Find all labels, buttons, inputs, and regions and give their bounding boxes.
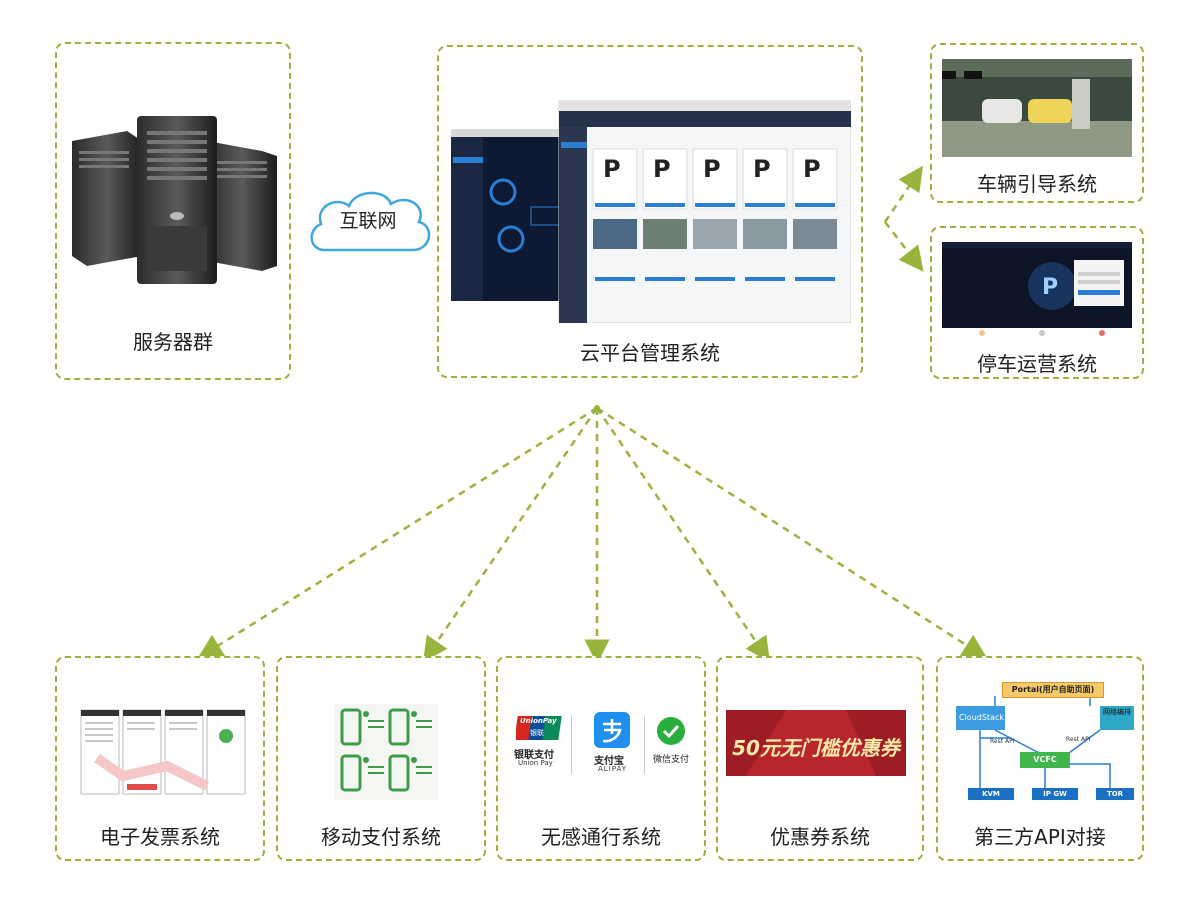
svg-text:P: P bbox=[703, 155, 721, 183]
api-tor-box: TOR bbox=[1096, 788, 1134, 800]
mobile-pay-label: 移动支付系统 bbox=[321, 825, 441, 849]
mobile-pay-box: 移动支付系统 bbox=[276, 656, 486, 861]
invoice-box: 电子发票系统 bbox=[55, 656, 265, 861]
internet-label: 互联网 bbox=[339, 210, 397, 232]
vehicle-guide-box: 车辆引导系统 bbox=[930, 43, 1144, 203]
parking-ops-stats bbox=[979, 330, 1105, 336]
alipay-icon bbox=[594, 712, 630, 748]
api-diagram-links bbox=[979, 696, 1111, 791]
contactless-label: 无感通行系统 bbox=[541, 825, 661, 849]
wechat-pay-title: 微信支付 bbox=[653, 755, 690, 765]
coupon-box: 50元无门槛优惠券 优惠券系统 bbox=[716, 656, 924, 861]
mobile-pay-steps-image bbox=[334, 704, 438, 800]
api-kvm-label: KVM bbox=[982, 790, 1000, 798]
arrow-to-invoice bbox=[197, 406, 598, 659]
parking-ops-label: 停车运营系统 bbox=[977, 352, 1097, 376]
api-portal-label: Portal(用户自助页面) bbox=[1011, 685, 1095, 694]
logo-divider-1 bbox=[571, 716, 572, 774]
unionpay-logo: UnionPay 银联 bbox=[514, 714, 564, 768]
contactless-box: UnionPay 银联 银联支付 Union Pay 支付宝 ALIPAY 微信… bbox=[496, 656, 706, 861]
cloud-platform-label: 云平台管理系统 bbox=[580, 341, 720, 365]
api-cloudstack-label: CloudStack bbox=[959, 713, 1004, 722]
api-diagram: Portal(用户自助页面) CloudStack 网络编排 Rest API … bbox=[950, 682, 1136, 800]
api-box: Portal(用户自助页面) CloudStack 网络编排 Rest API … bbox=[936, 656, 1144, 861]
arrow-to-api bbox=[596, 406, 988, 659]
invoice-label: 电子发票系统 bbox=[100, 825, 220, 849]
server-image bbox=[72, 116, 277, 284]
api-network-label: 网络编排 bbox=[1103, 708, 1131, 716]
svg-text:P: P bbox=[653, 155, 671, 183]
parking-ops-screenshot: P bbox=[942, 242, 1132, 328]
svg-text:P: P bbox=[603, 155, 621, 183]
unionpay-card-icon bbox=[514, 716, 562, 740]
server-label: 服务器群 bbox=[133, 330, 213, 354]
unionpay-sub: Union Pay bbox=[518, 759, 553, 767]
arrow-to-coupon bbox=[595, 407, 771, 663]
arrow-to-parking-ops bbox=[884, 221, 924, 272]
coupon-label: 优惠券系统 bbox=[770, 825, 870, 849]
unionpay-cn: 银联 bbox=[530, 729, 544, 737]
internet-cloud-icon bbox=[310, 191, 431, 252]
alipay-sub: ALIPAY bbox=[598, 765, 628, 773]
server-box: 服务器群 bbox=[55, 42, 291, 380]
alipay-title: 支付宝 bbox=[594, 756, 624, 767]
api-label: 第三方API对接 bbox=[974, 825, 1106, 849]
api-rest-label-1: Rest API bbox=[990, 738, 1015, 745]
coupon-banner: 50元无门槛优惠券 bbox=[726, 710, 906, 776]
api-kvm-box: KVM bbox=[968, 788, 1014, 800]
svg-text:P: P bbox=[1042, 275, 1058, 300]
unionpay-title: 银联支付 bbox=[514, 750, 554, 761]
unionpay-brand: UnionPay bbox=[520, 717, 557, 725]
coupon-banner-bg bbox=[726, 710, 906, 776]
arrow-to-guide bbox=[883, 165, 923, 223]
api-portal-box: Portal(用户自助页面) bbox=[1002, 682, 1104, 698]
api-tor-label: TOR bbox=[1106, 790, 1124, 798]
api-vcfc-label: VCFC bbox=[1033, 755, 1057, 764]
invoice-phone-screens bbox=[80, 709, 246, 795]
coupon-banner-text: 50元无门槛优惠券 bbox=[732, 736, 900, 760]
wechat-pay-icon bbox=[657, 717, 685, 745]
svg-text:P: P bbox=[803, 155, 821, 183]
api-rest-label-2: Rest API bbox=[1066, 736, 1091, 743]
svg-text:P: P bbox=[753, 155, 771, 183]
parking-ops-box: P 停车运营系统 bbox=[930, 226, 1144, 379]
api-ipgw-box: IP GW bbox=[1032, 788, 1078, 800]
api-ipgw-label: IP GW bbox=[1043, 790, 1067, 798]
api-vcfc-box: VCFC bbox=[1020, 752, 1070, 768]
arrow-to-mobile-pay bbox=[422, 407, 599, 663]
parking-garage-image bbox=[942, 59, 1132, 157]
vehicle-guide-label: 车辆引导系统 bbox=[977, 172, 1097, 196]
logo-divider-2 bbox=[644, 716, 645, 774]
api-cloudstack-box: CloudStack bbox=[956, 706, 1005, 730]
cloud-platform-box: P P P P P 云平台管理系统 bbox=[437, 45, 863, 378]
api-network-box: 网络编排 bbox=[1100, 706, 1134, 730]
